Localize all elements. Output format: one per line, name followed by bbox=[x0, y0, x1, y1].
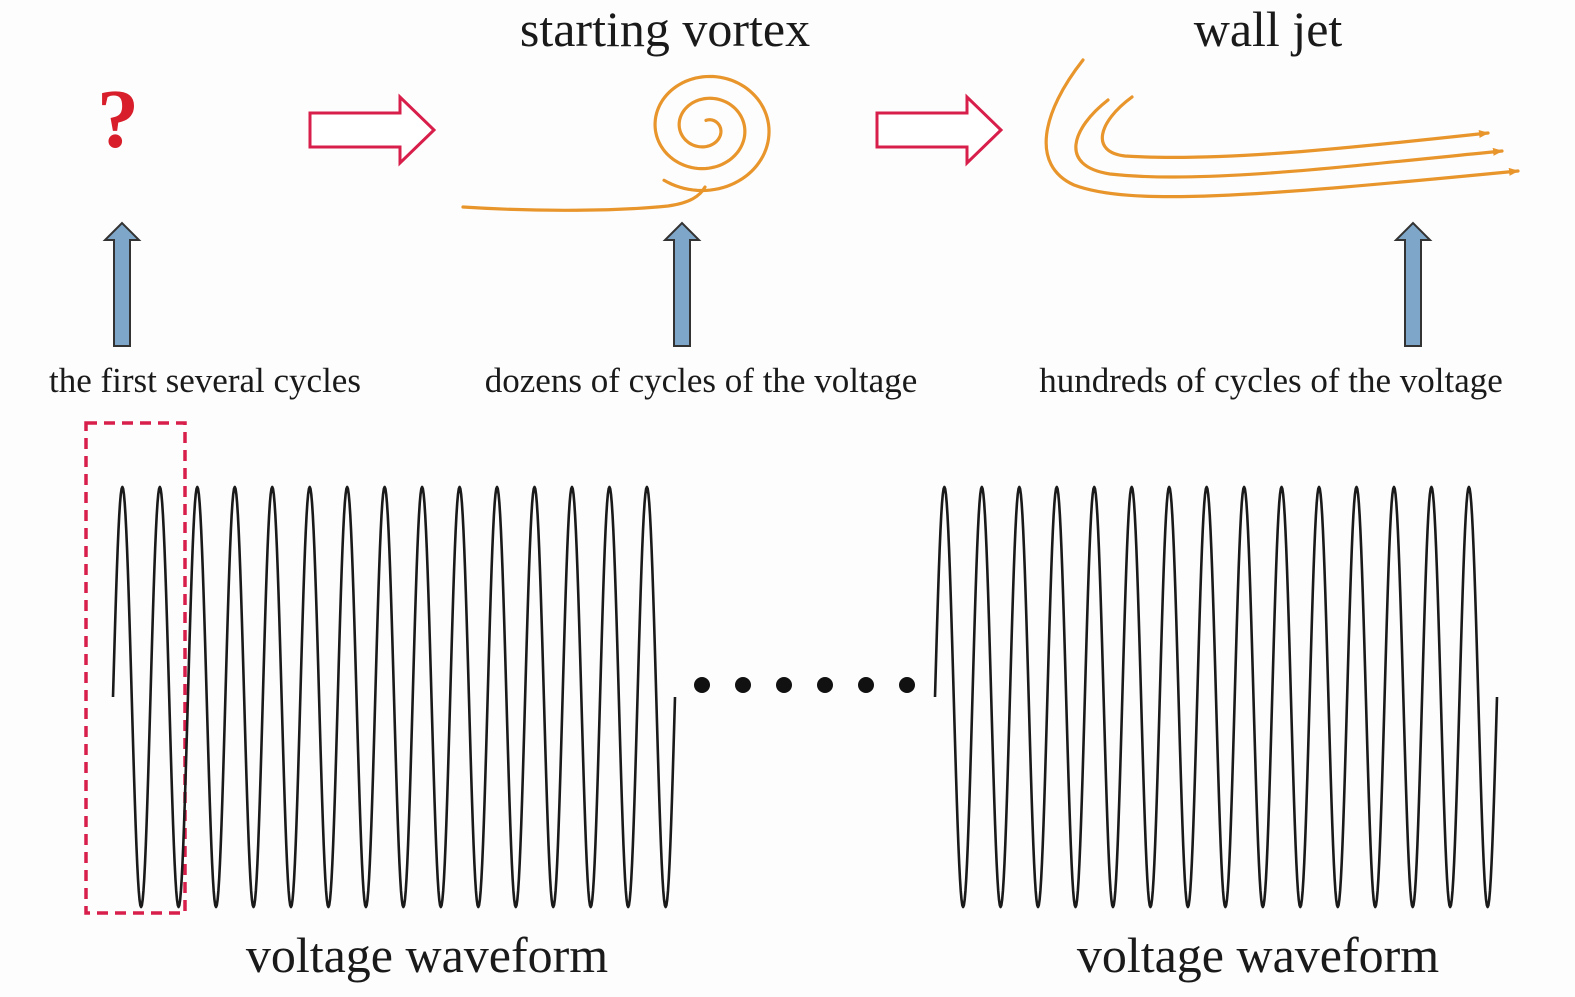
up-arrow-icon bbox=[102, 221, 142, 347]
right-arrow-icon bbox=[875, 93, 1004, 167]
caption-dozens-cycles: dozens of cycles of the voltage bbox=[485, 361, 917, 400]
wall-jet-illustration bbox=[1044, 58, 1520, 199]
up-arrow-icon bbox=[1393, 221, 1433, 347]
stage-title-starting-vortex: starting vortex bbox=[520, 1, 810, 57]
stage-title-wall-jet: wall jet bbox=[1194, 1, 1343, 57]
waveform-label-left: voltage waveform bbox=[246, 927, 608, 983]
caption-hundreds-cycles: hundreds of cycles of the voltage bbox=[1039, 361, 1503, 400]
ellipsis-dot bbox=[694, 677, 710, 693]
right-arrow-icon bbox=[308, 93, 437, 167]
ellipsis-dots bbox=[694, 677, 915, 693]
voltage-waveform-right bbox=[933, 485, 1499, 909]
caption-first-cycles: the first several cycles bbox=[49, 361, 361, 400]
ellipsis-dot bbox=[776, 677, 792, 693]
question-mark-icon: ? bbox=[97, 73, 139, 166]
ellipsis-dot bbox=[899, 677, 915, 693]
up-arrow-icon bbox=[662, 221, 702, 347]
voltage-waveform-left bbox=[111, 485, 677, 909]
waveform-label-right: voltage waveform bbox=[1077, 927, 1439, 983]
ellipsis-dot bbox=[817, 677, 833, 693]
starting-vortex-illustration bbox=[461, 74, 771, 212]
ellipsis-dot bbox=[858, 677, 874, 693]
first-cycles-highlight-box bbox=[84, 421, 187, 915]
ellipsis-dot bbox=[735, 677, 751, 693]
